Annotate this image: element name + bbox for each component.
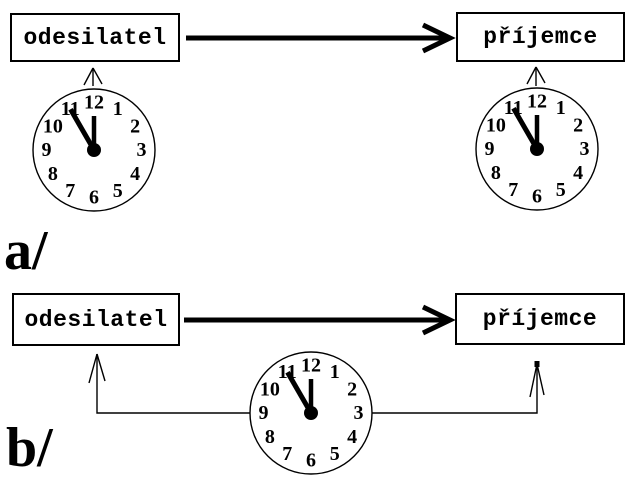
clock-numeral-7: 7 <box>508 179 518 201</box>
clock-numeral-2: 2 <box>347 378 357 400</box>
clock-numeral-2: 2 <box>130 115 140 137</box>
clock-numeral-10: 10 <box>43 115 63 137</box>
clock-numeral-10: 10 <box>260 378 280 400</box>
receiver-box-a: příjemce <box>456 12 625 62</box>
receiver-box-a-label: příjemce <box>483 24 598 50</box>
sender-box-b-label: odesilatel <box>24 306 168 333</box>
clock-numeral-9: 9 <box>42 139 52 161</box>
section-a-label: a/ <box>4 220 48 282</box>
shared-clock-link-to-sender <box>88 353 250 414</box>
clock-numeral-9: 9 <box>259 402 269 424</box>
clock-numeral-9: 9 <box>485 138 495 160</box>
clock-numeral-4: 4 <box>573 162 583 184</box>
clock-center-hub <box>87 143 101 157</box>
clock-numeral-1: 1 <box>330 361 340 383</box>
clock-numeral-3: 3 <box>137 139 147 161</box>
shared-clock-link-to-receiver <box>372 361 545 414</box>
sender-box-a-label: odesilatel <box>23 24 167 51</box>
clock-center-hub <box>304 406 318 420</box>
clock-numeral-5: 5 <box>330 443 340 465</box>
transfer-arrow-a <box>186 22 456 54</box>
clock-numeral-6: 6 <box>532 186 542 208</box>
sender-box-a: odesilatel <box>10 13 180 62</box>
clock-numeral-5: 5 <box>556 179 566 201</box>
clock-numeral-2: 2 <box>573 114 583 136</box>
clock-numeral-1: 1 <box>113 98 123 120</box>
clock-numeral-4: 4 <box>130 163 140 185</box>
clock-link-arrow-a-sender <box>83 67 103 86</box>
clock-numeral-10: 10 <box>486 114 506 136</box>
clock-numeral-3: 3 <box>354 402 364 424</box>
sender-box-b: odesilatel <box>12 293 180 346</box>
clock-numeral-4: 4 <box>347 426 357 448</box>
clock-numeral-8: 8 <box>491 162 501 184</box>
clock-numeral-1: 1 <box>556 97 566 119</box>
receiver-box-b: příjemce <box>455 293 625 345</box>
clock-numeral-7: 7 <box>65 180 75 202</box>
clock-numeral-8: 8 <box>265 426 275 448</box>
clock-link-arrow-a-receiver <box>526 66 546 86</box>
clock-numeral-3: 3 <box>580 138 590 160</box>
clock-numeral-12: 12 <box>527 91 547 113</box>
receiver-box-b-label: příjemce <box>482 306 598 332</box>
clock-numeral-12: 12 <box>301 355 321 377</box>
clock-long-hand <box>285 371 314 415</box>
clock-numeral-6: 6 <box>306 450 316 472</box>
clock-numeral-12: 12 <box>84 92 104 114</box>
transfer-arrow-b <box>184 304 456 336</box>
clock-numeral-6: 6 <box>89 187 99 209</box>
section-b-label: b/ <box>6 417 53 479</box>
clock-long-hand <box>511 107 540 151</box>
clock-numeral-8: 8 <box>48 163 58 185</box>
clock-numeral-5: 5 <box>113 180 123 202</box>
clock-numeral-7: 7 <box>282 443 292 465</box>
clock-center-hub <box>530 142 544 156</box>
clock-long-hand <box>68 108 97 152</box>
